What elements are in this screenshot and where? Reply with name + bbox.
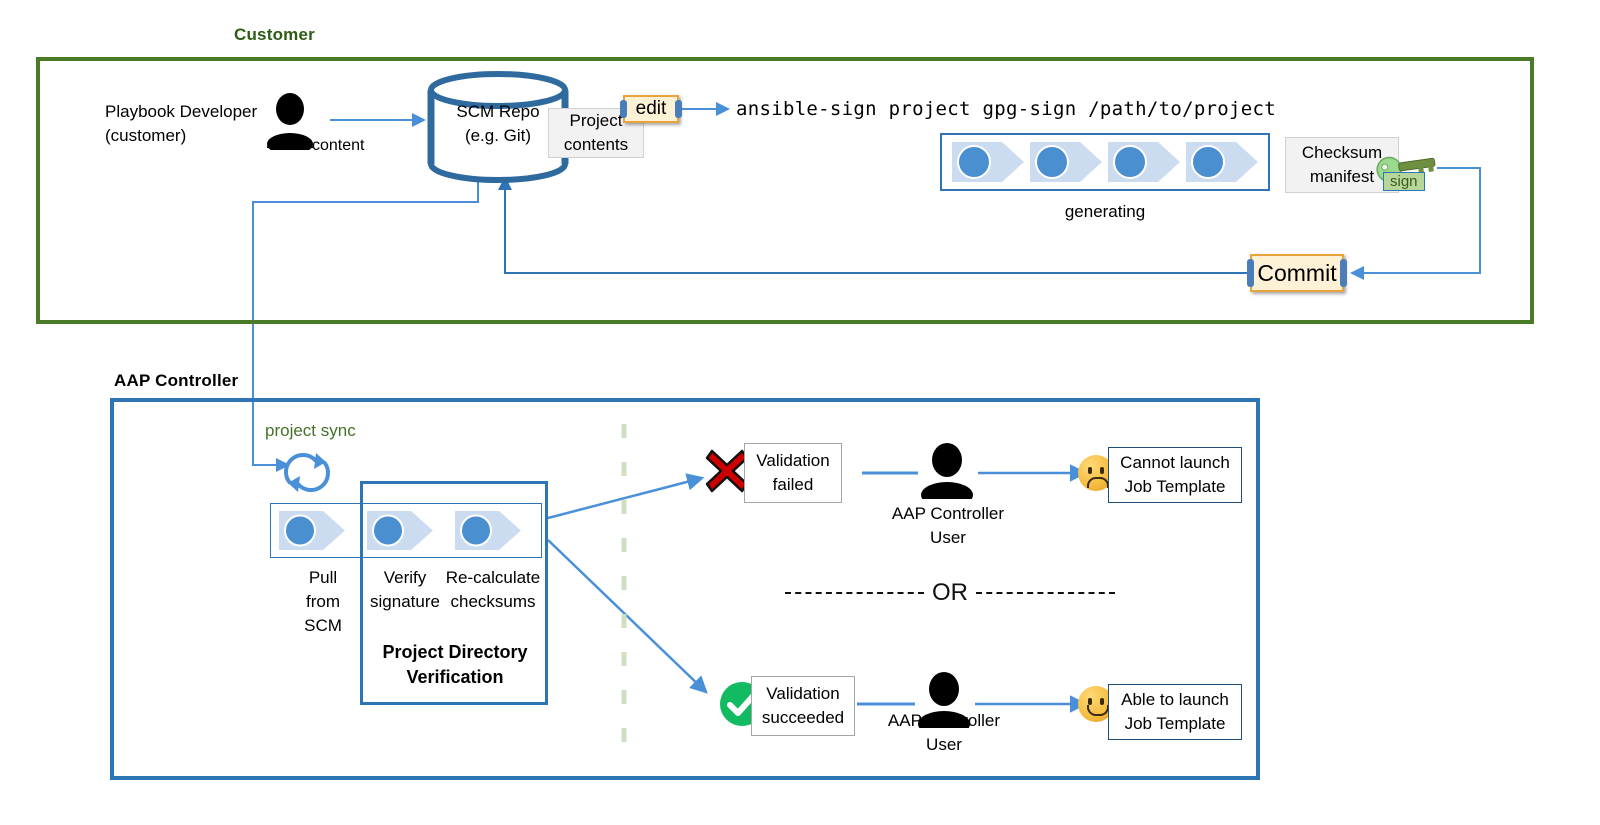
generating-chevrons <box>952 142 1258 182</box>
pipeline-step-label-verify: Verify signature <box>370 568 440 611</box>
edit-callout-label: edit <box>635 98 667 119</box>
face-mouth <box>1087 705 1109 716</box>
face-eye-right <box>1100 467 1104 474</box>
customer-group-frame <box>36 57 1534 324</box>
callout-tab-right <box>675 100 682 118</box>
person-icon <box>921 443 973 499</box>
face-eye-left <box>1088 698 1092 705</box>
callout-tab-left <box>620 100 627 118</box>
pipeline-step-label-pull: Pull from SCM <box>304 568 342 635</box>
validation-succeeded-box: Validation succeeded <box>751 676 855 736</box>
able-to-launch-box: Able to launch Job Template <box>1108 684 1242 740</box>
aap-controller-group-title: AAP Controller <box>114 371 239 390</box>
commit-callout-label: Commit <box>1257 259 1337 286</box>
aap-controller-group-frame <box>110 398 1260 780</box>
playbook-developer-label: Playbook Developer (customer) <box>105 102 258 145</box>
red-x-icon <box>705 449 749 493</box>
aap-controller-user-label-succeeded: AAP Controller User <box>887 711 1001 754</box>
edit-callout[interactable]: edit <box>620 95 682 123</box>
commit-callout[interactable]: Commit <box>1247 254 1347 292</box>
content-label: content <box>312 137 365 154</box>
or-divider: OR <box>785 578 1115 608</box>
pipeline-step-label-recalculate: Re-calculate checksums <box>445 568 541 611</box>
project-sync-label: project sync <box>265 421 356 440</box>
or-dash-right <box>976 592 1115 594</box>
person-icon <box>267 93 313 150</box>
or-label: OR <box>932 579 968 606</box>
validation-failed-box: Validation failed <box>744 443 842 503</box>
callout-tab-left <box>1247 259 1254 287</box>
face-eye-right <box>1100 698 1104 705</box>
customer-group-title: Customer <box>234 25 315 44</box>
aap-controller-user-label-failed: AAP Controller User <box>891 504 1005 547</box>
face-mouth <box>1087 477 1109 488</box>
cannot-launch-box: Cannot launch Job Template <box>1108 447 1242 503</box>
callout-tab-right <box>1340 259 1347 287</box>
pipeline-process-box <box>270 503 542 558</box>
sync-refresh-icon <box>284 453 330 492</box>
project-directory-verification-box <box>360 481 548 705</box>
or-dash-left <box>785 592 924 594</box>
scm-repo-label: SCM Repo (e.g. Git) <box>456 102 540 145</box>
sign-key-label: sign <box>1383 172 1425 191</box>
face-eye-left <box>1088 467 1092 474</box>
verification-box-title: Project Directory Verification <box>382 642 528 687</box>
person-icon <box>918 672 970 728</box>
generating-process-box <box>940 133 1270 191</box>
generating-label: generating <box>1064 202 1146 221</box>
project-contents-box: Project contents <box>548 108 644 158</box>
ansible-sign-command: ansible-sign project gpg-sign /path/to/p… <box>736 98 1276 120</box>
pipeline-chevrons <box>279 511 521 550</box>
